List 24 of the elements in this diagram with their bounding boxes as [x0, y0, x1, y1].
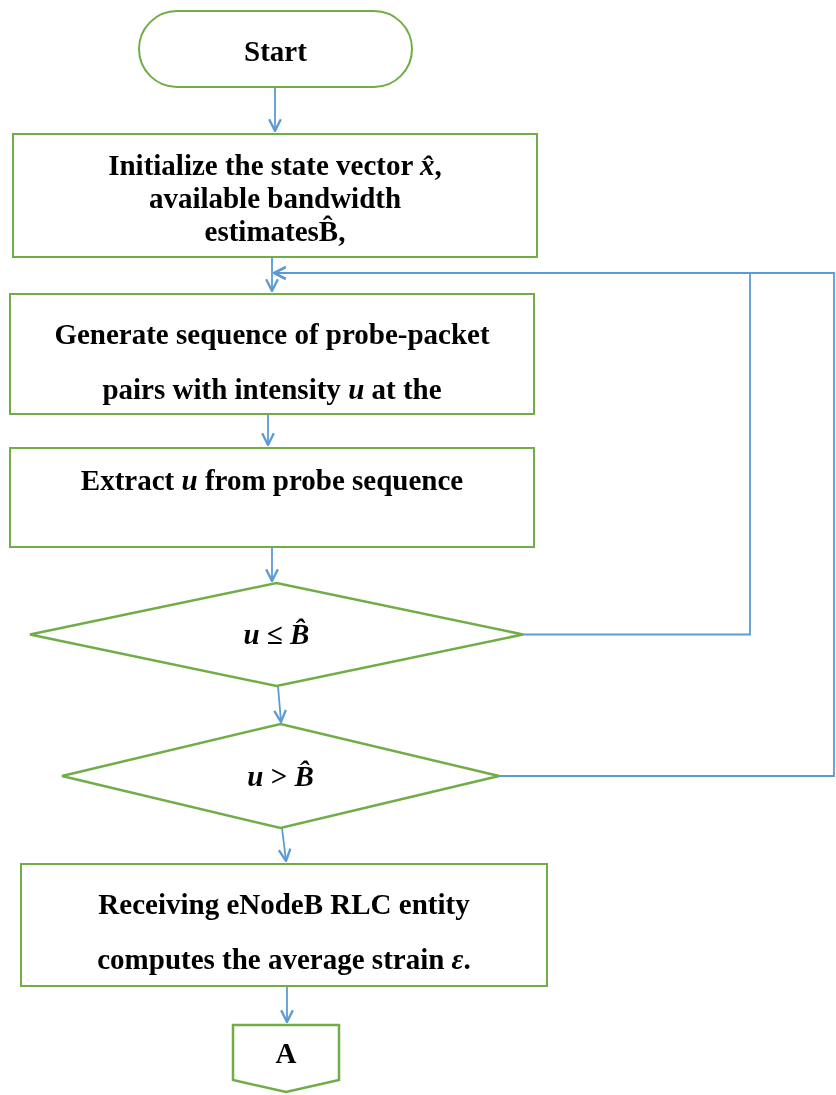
node-label: Start — [243, 36, 308, 66]
arrow — [265, 547, 279, 583]
arrow — [273, 685, 287, 724]
arrow — [268, 87, 282, 133]
arrow — [265, 257, 279, 293]
terminator-shape — [138, 10, 413, 88]
node-label: A — [274, 1036, 298, 1070]
arrow — [261, 414, 275, 447]
decision-diamond — [30, 583, 523, 686]
arrow — [272, 266, 835, 777]
arrow — [280, 986, 294, 1024]
process-box — [9, 293, 535, 415]
node-label: Receiving eNodeB RLC entity computes the average strain ε. — [96, 887, 472, 977]
process-box — [9, 447, 535, 548]
decision-diamond — [62, 724, 499, 828]
node-label: u > B̂ — [246, 759, 315, 793]
process-box — [12, 133, 538, 258]
node-label: Generate sequence of probe-packet pairs with intensity u at the — [53, 317, 491, 407]
node-label: Extract u from probe sequence — [79, 463, 465, 497]
process-box — [20, 863, 548, 987]
node-label: u ≤ B̂ — [242, 617, 311, 651]
node-label: Initialize the state vector x̂, available bandwidth estimatesB̂, — [107, 149, 443, 248]
off-page-connector — [232, 1024, 340, 1093]
arrow — [277, 827, 292, 863]
